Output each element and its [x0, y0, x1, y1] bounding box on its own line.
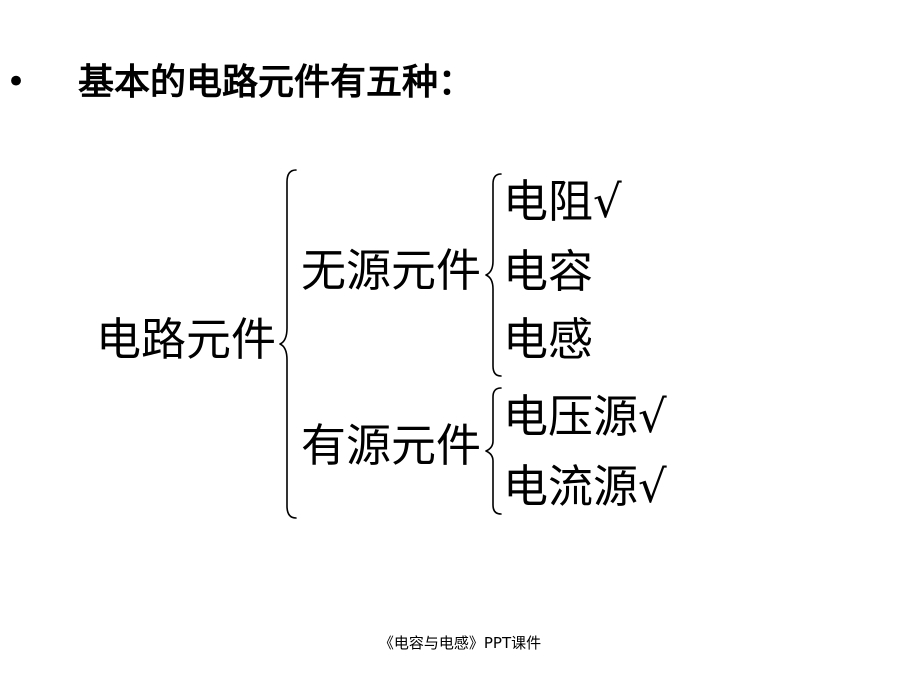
- root-brace: [279, 169, 297, 519]
- item-inductor: 电感: [503, 313, 594, 366]
- item-resistor: 电阻√: [503, 175, 622, 228]
- slide-footer: 《电容与电感》PPT课件: [378, 634, 542, 652]
- passive-brace: [485, 173, 502, 377]
- tree-root-label: 电路元件: [96, 313, 277, 366]
- item-capacitor: 电容: [503, 245, 594, 298]
- slide-heading: 基本的电路元件有五种：: [78, 62, 475, 103]
- active-brace: [485, 387, 502, 515]
- item-current-source: 电流源√: [503, 460, 667, 513]
- item-voltage-source: 电压源√: [503, 390, 667, 443]
- category-passive-label: 无源元件: [301, 244, 482, 297]
- category-active-label: 有源元件: [301, 419, 482, 472]
- bullet-point: •: [6, 62, 27, 102]
